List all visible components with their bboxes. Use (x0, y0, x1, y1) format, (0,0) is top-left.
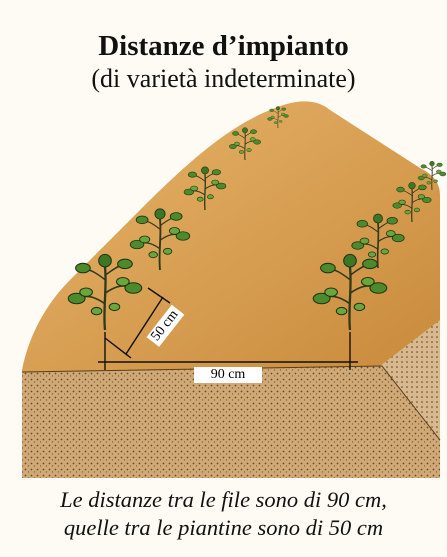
field-surface (22, 101, 440, 374)
caption-line-2: quelle tra le piantine sono di 50 cm (0, 514, 447, 542)
caption-line-1: Le distanze tra le file sono di 90 cm, (0, 486, 447, 514)
caption: Le distanze tra le file sono di 90 cm, q… (0, 486, 447, 542)
row-spacing-label: 90 cm (194, 367, 262, 383)
